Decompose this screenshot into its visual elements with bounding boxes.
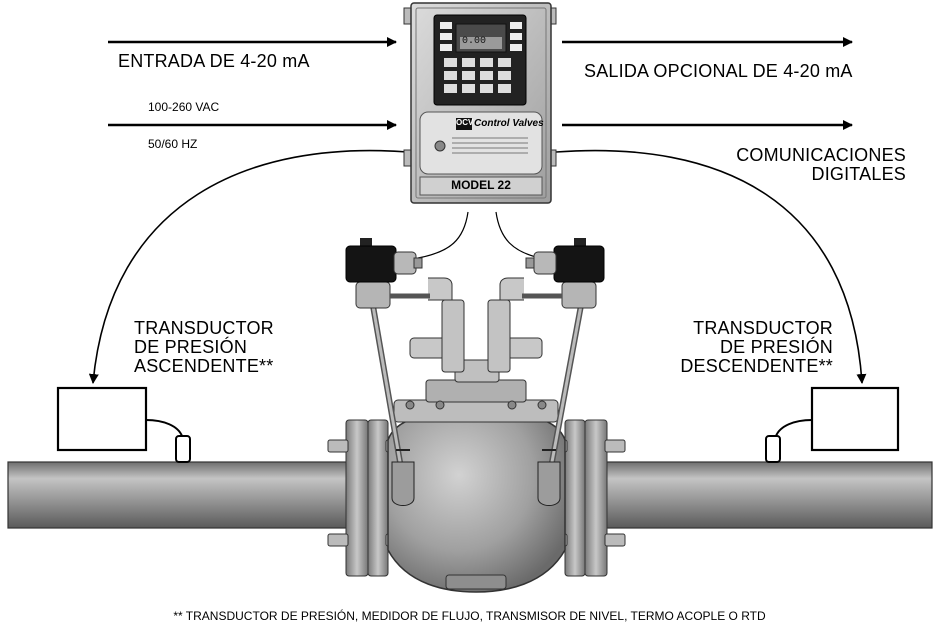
downstream-label-line-2: DE PRESIÓN — [719, 337, 833, 357]
downstream-signal-curve — [555, 149, 867, 384]
upstream-label-line-3: ASCENDENTE** — [134, 356, 274, 376]
controller-enclosure — [403, 2, 557, 204]
controller-logo: OCV — [456, 118, 474, 127]
output-signal-label: SALIDA OPCIONAL DE 4-20 mA — [584, 61, 853, 81]
digital-comms-line-2: DIGITALES — [811, 164, 906, 184]
controller-brand: Control Valves — [474, 118, 544, 129]
upstream-signal-curve — [88, 149, 409, 384]
solenoid-right — [525, 238, 605, 283]
solenoid-wire-left — [417, 211, 469, 259]
downstream-label-line-1: TRANSDUCTOR — [693, 318, 833, 338]
downstream-label-line-3: DESCENDENTE** — [680, 356, 833, 376]
downstream-transducer-label: TRANSDUCTOR DE PRESIÓN DESCENDENTE** — [680, 319, 833, 376]
footnote: ** TRANSDUCTOR DE PRESIÓN, MEDIDOR DE FL… — [173, 609, 766, 623]
frequency-label: 50/60 HZ — [148, 137, 198, 151]
pipe-right — [599, 461, 933, 529]
downstream-transducer — [765, 386, 900, 463]
upstream-label-line-2: DE PRESIÓN — [134, 337, 248, 357]
input-signal-label: ENTRADA DE 4-20 mA — [118, 51, 310, 71]
voltage-label: 100-260 VAC — [148, 100, 220, 114]
controller-model: MODEL 22 — [451, 178, 511, 192]
pipe-left — [7, 461, 354, 529]
solenoid-wire-right — [495, 211, 541, 259]
upstream-transducer-label: TRANSDUCTOR DE PRESIÓN ASCENDENTE** — [134, 319, 274, 376]
valve-body — [355, 277, 597, 593]
upstream-transducer — [56, 386, 191, 463]
digital-comms-label: COMUNICACIONES DIGITALES — [736, 146, 906, 184]
solenoid-left — [345, 238, 423, 283]
controller-display-value: 0.00 — [462, 36, 487, 47]
controller-display — [460, 37, 502, 49]
digital-comms-line-1: COMUNICACIONES — [736, 145, 906, 165]
upstream-label-line-1: TRANSDUCTOR — [134, 318, 274, 338]
